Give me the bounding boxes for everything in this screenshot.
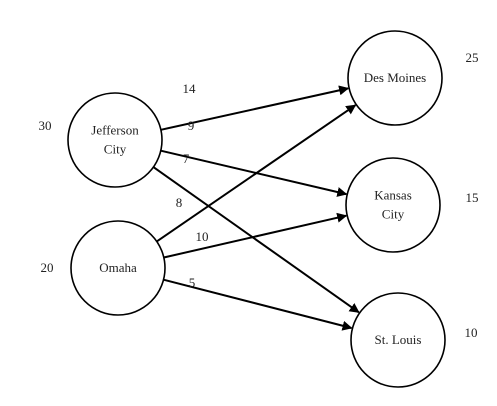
supply-label-omaha: 20 <box>41 260 54 275</box>
edge-cost-label-jefferson-to-kansas: 9 <box>188 118 195 133</box>
node-circle-kansas <box>345 157 441 253</box>
edge-cost-label-jefferson-to-desmoines: 14 <box>183 81 197 96</box>
edge-cost-label-omaha-to-desmoines: 8 <box>176 195 183 210</box>
node-circle-jefferson <box>67 92 163 188</box>
edge-arrow-omaha-to-desmoines <box>156 104 357 243</box>
labels-layer: 14 9 7 8 10 5 30 20 25 15 10 <box>39 50 479 340</box>
node-label-jefferson-line-2: City <box>104 142 127 157</box>
node-stlouis: St. Louis <box>350 292 446 388</box>
node-label-jefferson-line-1: Jefferson <box>91 123 139 138</box>
demand-label-kansas: 15 <box>466 190 479 205</box>
edge-cost-label-omaha-to-stlouis: 5 <box>189 275 196 290</box>
edge-arrow-jefferson-to-kansas <box>160 149 348 197</box>
edge-arrow-jefferson-to-desmoines <box>160 85 350 131</box>
node-circle-stlouis <box>350 292 446 388</box>
edge-arrow-jefferson-to-stlouis <box>152 166 360 314</box>
node-label-desmoines-line-1: Des Moines <box>364 70 426 85</box>
node-circle-omaha <box>70 220 166 316</box>
edges-layer <box>152 85 360 331</box>
node-label-kansas-line-1: Kansas <box>374 188 412 203</box>
supply-label-jefferson: 30 <box>39 118 52 133</box>
demand-label-desmoines: 25 <box>466 50 479 65</box>
node-omaha: Omaha <box>70 220 166 316</box>
edge-arrow-omaha-to-stlouis <box>163 278 353 331</box>
edge-cost-label-jefferson-to-stlouis: 7 <box>183 151 190 166</box>
node-circle-desmoines <box>347 30 443 126</box>
node-label-omaha-line-1: Omaha <box>99 260 137 275</box>
node-label-kansas-line-2: City <box>382 207 405 222</box>
edge-arrow-omaha-to-kansas <box>163 212 348 259</box>
node-label-stlouis-line-1: St. Louis <box>375 332 422 347</box>
edge-cost-label-omaha-to-kansas: 10 <box>196 229 209 244</box>
node-desmoines: Des Moines <box>347 30 443 126</box>
demand-label-stlouis: 10 <box>465 325 478 340</box>
